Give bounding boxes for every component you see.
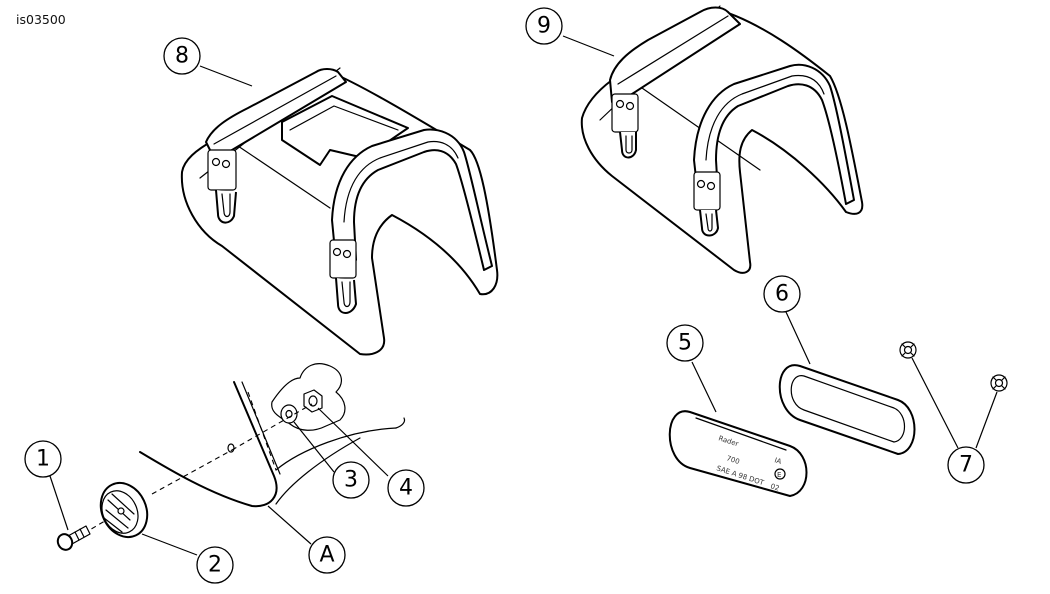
leader-5	[691, 361, 717, 413]
svg-text:1: 1	[36, 447, 50, 472]
leader-1	[49, 475, 69, 531]
svg-text:8: 8	[175, 44, 189, 69]
callout-4: 4	[387, 469, 425, 507]
reflector-class-text: IA	[773, 456, 782, 466]
push-nut-upper	[899, 341, 917, 359]
reflector-code-text: 02	[769, 482, 780, 492]
leader-9	[562, 35, 615, 57]
callout-1: 1	[24, 440, 62, 478]
reflector-mark-text: E	[777, 471, 781, 479]
leader-3	[293, 421, 335, 473]
callout-3: 3	[332, 461, 370, 499]
svg-text:7: 7	[959, 453, 973, 478]
assembly-axis	[75, 403, 313, 539]
svg-text:5: 5	[678, 331, 692, 356]
leader-8	[199, 65, 253, 87]
leader-7b	[975, 391, 998, 449]
callout-8: 8	[163, 37, 201, 75]
svg-text:3: 3	[344, 468, 358, 493]
leader-4	[317, 407, 389, 477]
callout-2: 2	[196, 546, 234, 584]
reflector-gasket	[778, 364, 916, 455]
callout-9: 9	[525, 7, 563, 45]
callout-A: A	[308, 536, 346, 574]
leader-A	[267, 505, 312, 545]
svg-text:9: 9	[537, 14, 551, 39]
leader-6	[785, 311, 811, 365]
screw	[56, 525, 91, 551]
reflector-model-text: 700	[725, 454, 740, 466]
leader-2	[141, 533, 198, 556]
leader-7a	[911, 357, 959, 449]
callout-5: 5	[666, 324, 704, 362]
svg-text:2: 2	[208, 553, 222, 578]
push-nut-lower	[990, 374, 1008, 392]
figure-id: is03500	[16, 12, 66, 27]
callout-7: 7	[947, 446, 985, 484]
svg-text:6: 6	[775, 282, 789, 307]
saddlebag-closed	[580, 5, 864, 274]
reflector-round	[99, 481, 149, 539]
svg-text:4: 4	[399, 476, 413, 501]
saddlebag-with-lid-cutout	[180, 67, 499, 356]
reflector-oval: Rader 700 SAE A 98 DOT IA E 02	[668, 410, 808, 497]
nut	[303, 389, 323, 413]
callout-6: 6	[763, 275, 801, 313]
svg-text:A: A	[319, 543, 334, 568]
